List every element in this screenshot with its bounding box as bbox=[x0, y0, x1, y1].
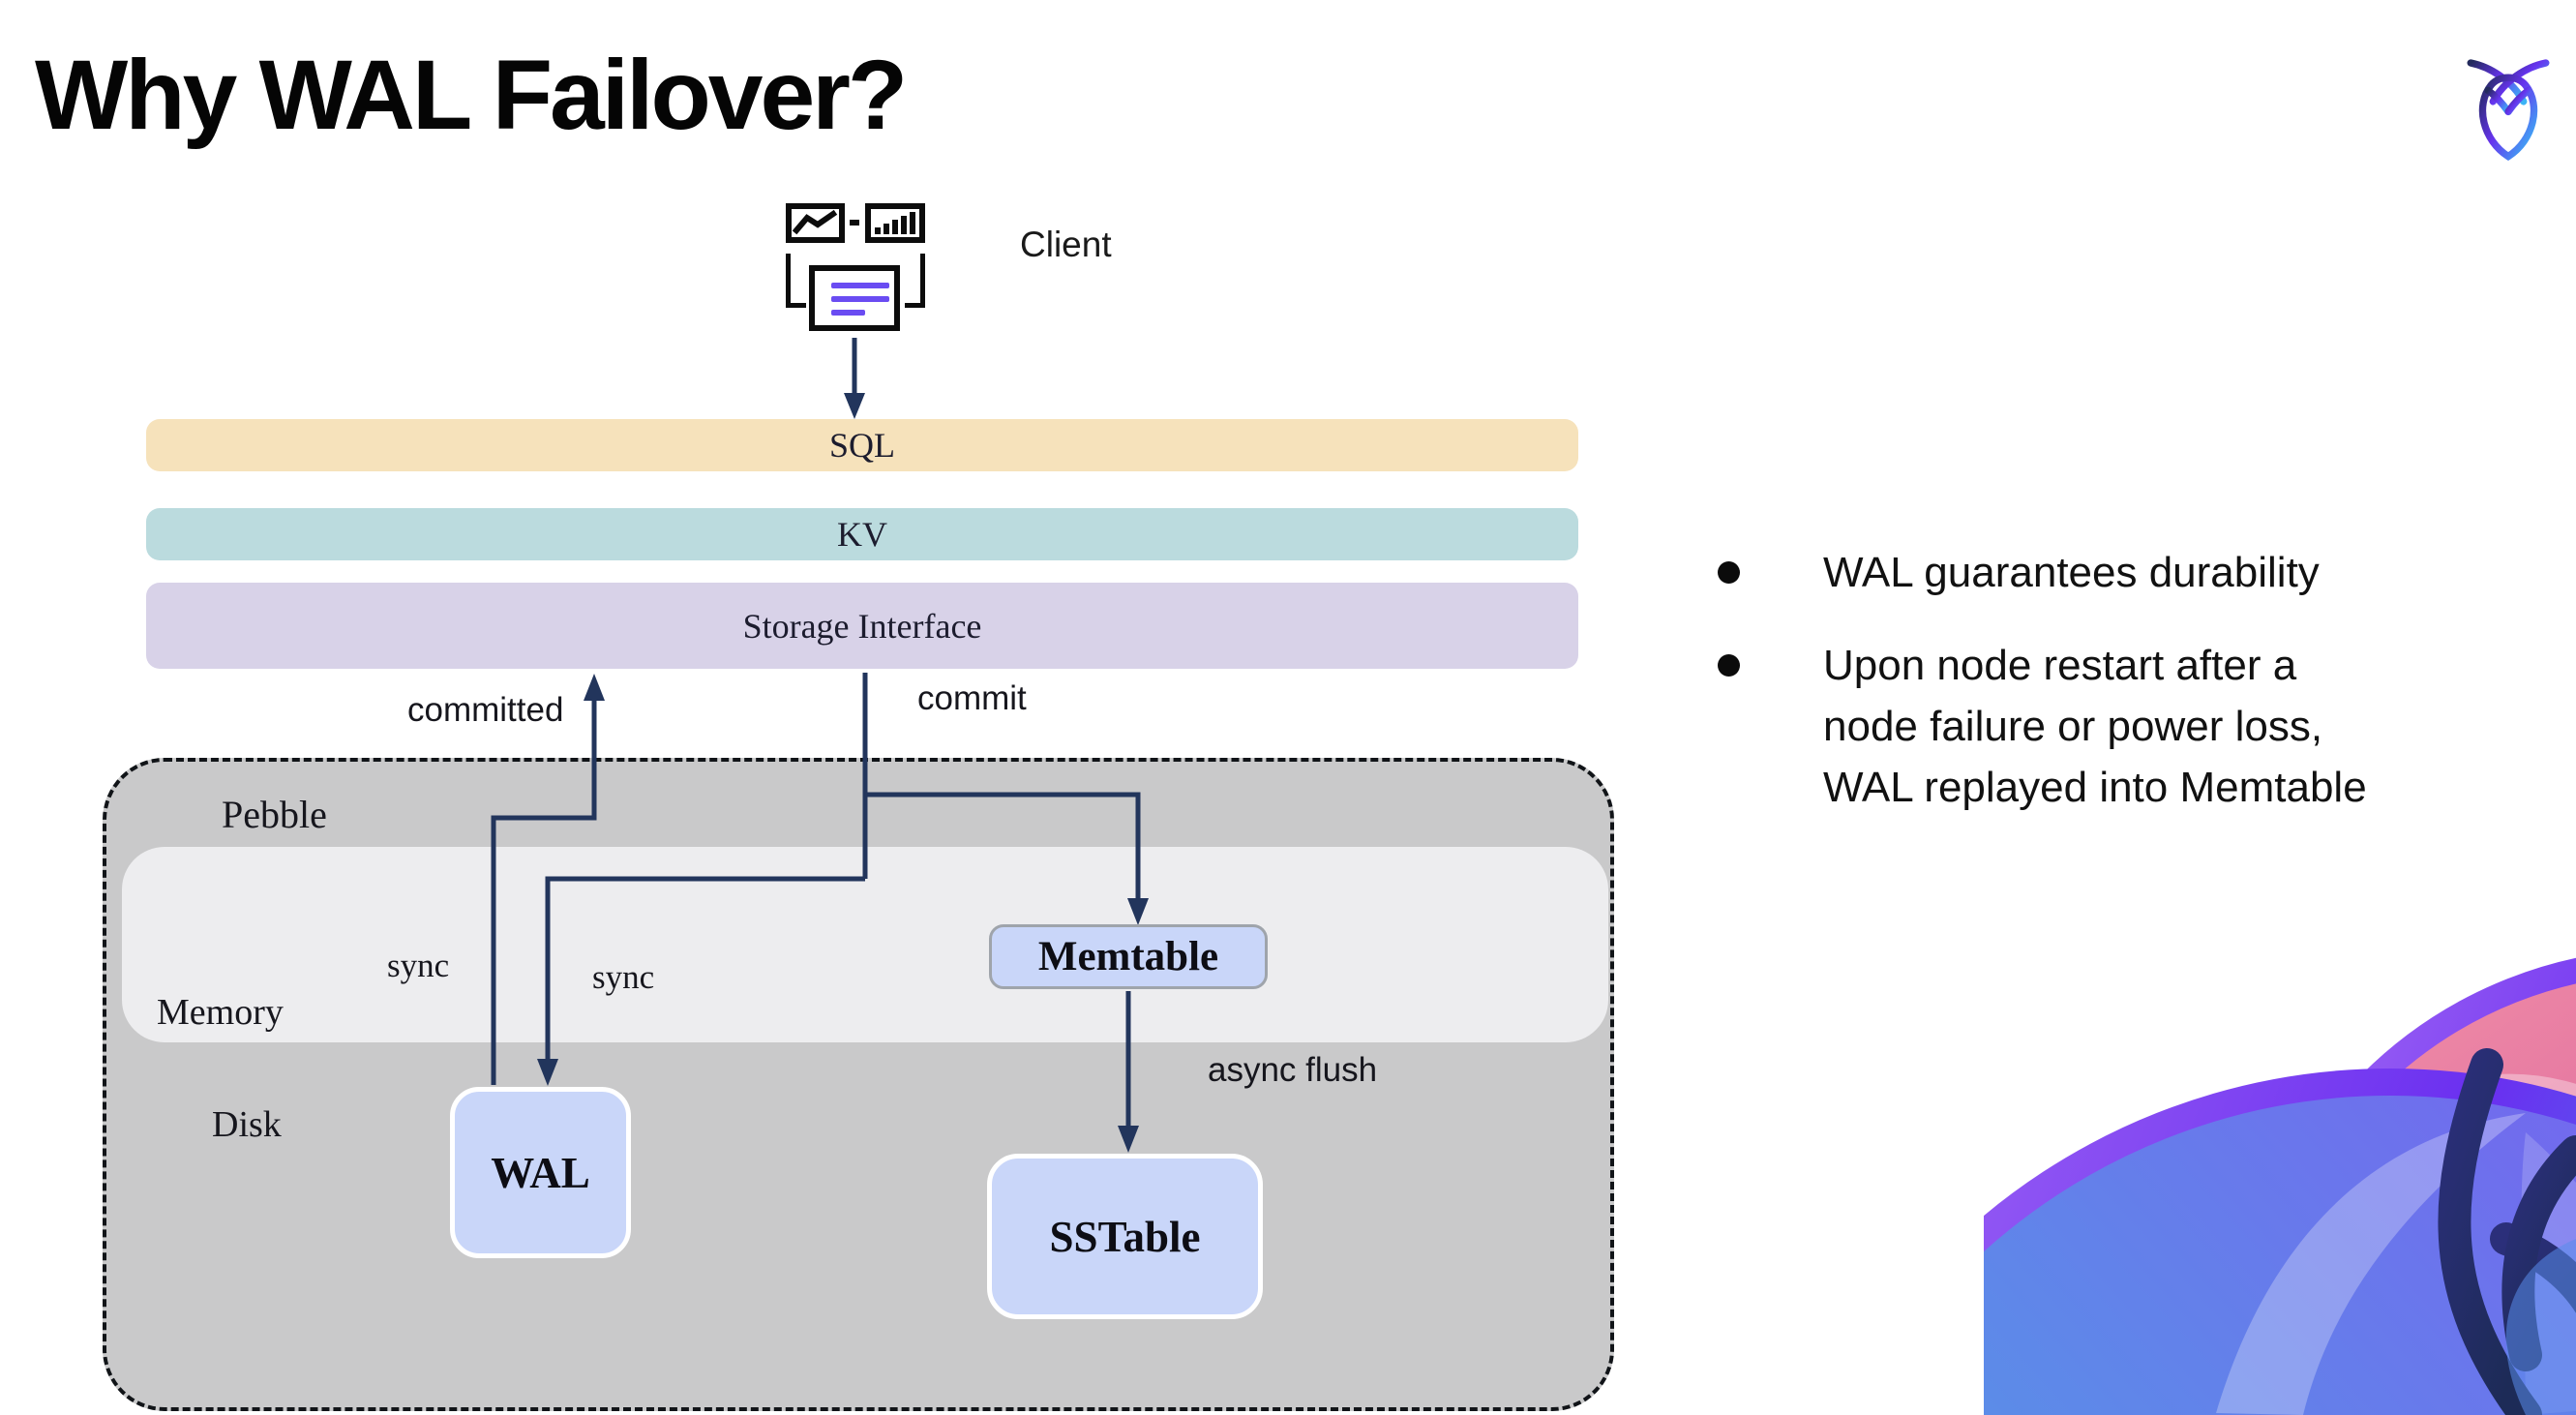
bullet-list: WAL guarantees durability Upon node rest… bbox=[1718, 542, 2521, 850]
memtable-node: Memtable bbox=[989, 924, 1268, 989]
bullet-line: Upon node restart after a bbox=[1823, 642, 2297, 689]
list-item: Upon node restart after a node failure o… bbox=[1718, 635, 2521, 818]
layer-kv: KV bbox=[146, 508, 1578, 560]
layer-sql-label: SQL bbox=[828, 426, 895, 465]
memory-label: Memory bbox=[157, 992, 284, 1033]
document-line bbox=[831, 296, 889, 302]
disk-label: Disk bbox=[212, 1104, 282, 1145]
sstable-label: SSTable bbox=[1049, 1212, 1201, 1261]
document-line bbox=[831, 310, 865, 316]
commit-label: commit bbox=[917, 679, 1027, 717]
document-icon bbox=[809, 265, 900, 331]
right-bracket-icon bbox=[920, 254, 925, 308]
sync-label-right: sync bbox=[592, 958, 655, 996]
layer-sql: SQL bbox=[146, 419, 1578, 471]
wal-node: WAL bbox=[450, 1087, 631, 1258]
bullet-dot-icon bbox=[1718, 561, 1740, 584]
left-bracket-foot bbox=[786, 303, 806, 308]
page-title: Why WAL Failover? bbox=[35, 40, 908, 150]
bullet-dot-icon bbox=[1718, 654, 1740, 677]
layer-storage-label: Storage Interface bbox=[742, 606, 982, 646]
memory-band bbox=[122, 847, 1608, 1042]
layer-storage-interface: Storage Interface bbox=[146, 583, 1578, 669]
pebble-label: Pebble bbox=[222, 793, 327, 836]
async-flush-label: async flush bbox=[1208, 1051, 1378, 1089]
bullet-line: WAL guarantees durability bbox=[1823, 549, 2320, 596]
memtable-label: Memtable bbox=[1037, 934, 1219, 979]
right-bracket-foot bbox=[905, 303, 925, 308]
sync-label-left: sync bbox=[387, 947, 450, 984]
bar-chart-icon bbox=[865, 203, 925, 243]
list-item: WAL guarantees durability bbox=[1718, 542, 2521, 603]
layer-kv-label: KV bbox=[837, 515, 887, 554]
bullet-line: node failure or power loss, bbox=[1823, 703, 2323, 750]
left-bracket-icon bbox=[786, 254, 791, 308]
document-line bbox=[831, 283, 889, 288]
cockroachdb-logo-icon bbox=[2462, 43, 2555, 165]
client-label: Client bbox=[1020, 225, 1112, 264]
line-chart-icon bbox=[786, 203, 845, 243]
bullet-line: WAL replayed into Memtable bbox=[1823, 764, 2367, 811]
dash-connector-icon bbox=[850, 220, 859, 226]
wal-label: WAL bbox=[491, 1148, 590, 1197]
brand-art bbox=[1984, 948, 2576, 1415]
committed-label: committed bbox=[407, 691, 564, 729]
sstable-node: SSTable bbox=[987, 1154, 1263, 1319]
